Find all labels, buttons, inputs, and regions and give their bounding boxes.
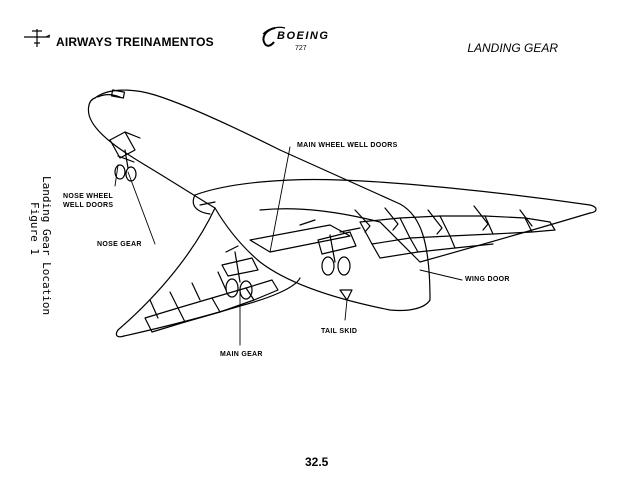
- right-wing-fairings: [354, 205, 533, 235]
- nose-gear-door: [109, 131, 136, 159]
- aft-fuselage: [399, 203, 431, 301]
- callout-nose-gear: NOSE GEAR: [97, 241, 142, 248]
- left-wing-flaps: [144, 279, 279, 333]
- tail-skid: [339, 289, 353, 301]
- section-title: LANDING GEAR: [467, 41, 558, 55]
- boeing-logo: BOEING 727: [255, 24, 345, 58]
- boeing-swoosh-icon: [262, 26, 286, 47]
- fuselage-lower-body: [214, 207, 431, 312]
- right-wing-tip: [419, 212, 591, 263]
- callout-tail-skid: TAIL SKID: [321, 328, 358, 335]
- left-wing-fairings: [149, 271, 227, 319]
- fuselage-nose-upper: [94, 89, 281, 151]
- fuselage-nose-lower: [87, 97, 146, 166]
- logo-wordmark: BOEING: [277, 30, 330, 42]
- left-wing-trailing-edge: [123, 277, 301, 337]
- main-wheel-well-doors: [249, 224, 351, 253]
- callout-main-gear: MAIN GEAR: [220, 351, 263, 358]
- page-number: 32.5: [305, 455, 329, 469]
- nose-gear-assembly: [114, 149, 137, 182]
- right-wing-leading-edge: [194, 178, 597, 214]
- fuselage-bottom: [144, 164, 216, 209]
- aircraft-model: 727: [295, 45, 307, 52]
- header-company: AIRWAYS TREINAMENTOS: [22, 25, 214, 49]
- callout-wing-door: WING DOOR: [465, 276, 510, 283]
- leader-lines: [114, 146, 463, 346]
- right-wing-flaps: [359, 215, 556, 259]
- callout-nose-wheel-well-doors-line-1: NOSE WHEEL: [63, 193, 114, 200]
- callout-main-wheel-well-doors: MAIN WHEEL WELL DOORS: [297, 142, 398, 149]
- airplane-logo-icon: [24, 29, 51, 47]
- callout-nose-wheel-well-doors-line-2: WELL DOORS: [63, 202, 114, 209]
- company-name: AIRWAYS TREINAMENTOS: [56, 35, 214, 49]
- fuselage-top: [279, 149, 401, 205]
- main-gear-right: [317, 227, 361, 276]
- left-wing-leading-edge: [115, 207, 216, 338]
- right-wing-inboard: [259, 208, 421, 263]
- main-gear-left: [221, 245, 259, 300]
